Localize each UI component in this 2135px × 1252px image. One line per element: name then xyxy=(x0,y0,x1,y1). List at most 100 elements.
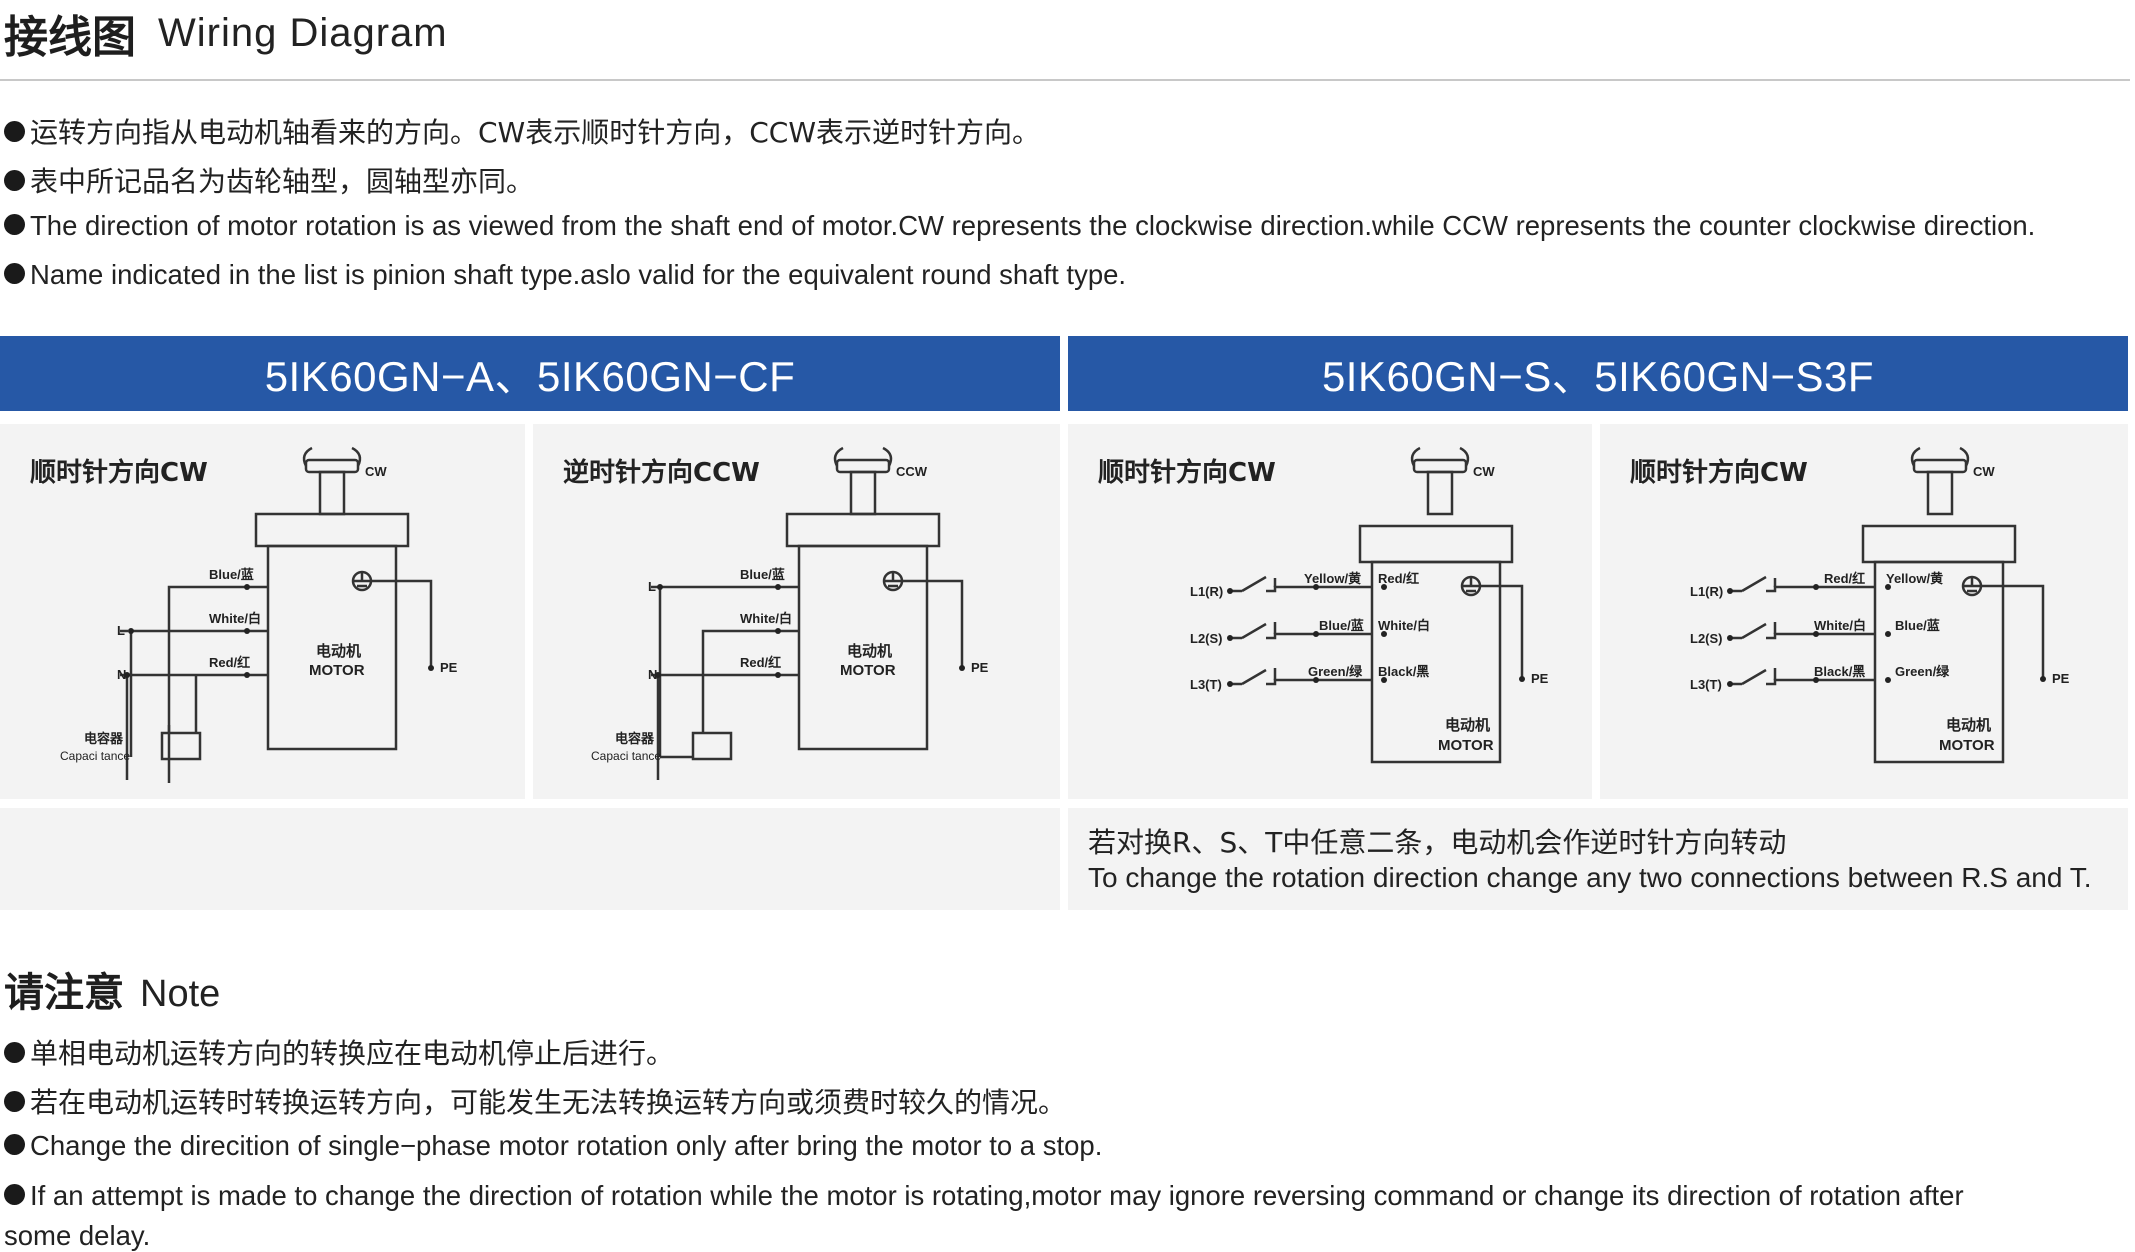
page-title: 接线图 Wiring Diagram xyxy=(4,0,448,68)
bullet-icon xyxy=(4,1041,25,1063)
intro-note-item: 表中所记品名为齿轮轴型，圆轴型亦同。 xyxy=(4,160,534,200)
motor-shaft xyxy=(1926,470,1954,516)
motor-shaft xyxy=(849,470,877,516)
motor-shaft xyxy=(318,470,346,516)
note-item: If an attempt is made to change the dire… xyxy=(4,1180,1964,1212)
shaft-cap-icon xyxy=(304,458,360,474)
three-phase-note: 若对换R、S、T中任意二条，电动机会作逆时针方向转动 To change the… xyxy=(1068,808,2128,910)
motor-label-cn: 电动机 xyxy=(1946,716,1991,734)
wire-label-left: Yellow/黄 xyxy=(1304,571,1361,586)
three-phase-note-cn: 若对换R、S、T中任意二条，电动机会作逆时针方向转动 xyxy=(1088,826,1787,859)
rotation-arrow-icon xyxy=(833,446,893,467)
wiring-diagram-single-cw: CW Blue/蓝 White/白 Red/红 L N PE 电动机 MOTOR… xyxy=(60,446,458,783)
shaft-cap-icon xyxy=(1912,458,1968,474)
note-item-continuation: some delay. xyxy=(4,1220,151,1251)
line-label-n: N xyxy=(648,667,657,682)
line-label-l3: L3(T) xyxy=(1690,677,1722,692)
wire-label-red: Red/红 xyxy=(209,655,250,670)
pe-label: PE xyxy=(2052,671,2070,686)
wiring-panel-single-ccw: CCW Blue/蓝 White/白 Red/红 L N PE 电动机 MOTO… xyxy=(533,424,1060,799)
line-label-l3: L3(T) xyxy=(1190,677,1222,692)
wire-label-blue: Blue/蓝 xyxy=(740,567,785,582)
wire-label-red: Red/红 xyxy=(740,655,781,670)
motor-label-en: MOTOR xyxy=(1438,737,1494,754)
intro-note-item: 运转方向指从电动机轴看来的方向。CW表示顺时针方向，CCW表示逆时针方向。 xyxy=(4,111,1040,151)
panel-title: 顺时针方向CW xyxy=(30,458,208,488)
bullet-icon xyxy=(4,263,25,285)
capacitor-label-en: Capaci tance xyxy=(591,749,661,763)
wire-label-blue: Blue/蓝 xyxy=(209,567,254,582)
wire-label-right: Yellow/黄 xyxy=(1886,571,1943,586)
capacitor xyxy=(160,731,202,761)
wire-label-white: White/白 xyxy=(209,611,261,626)
wiring-panel-single-cw: CW Blue/蓝 White/白 Red/红 L N PE 电动机 MOTOR… xyxy=(0,424,525,799)
wire-label-left: Green/绿 xyxy=(1308,664,1363,679)
intro-note-item: The direction of motor rotation is as vi… xyxy=(4,210,2035,242)
motor-label-en: MOTOR xyxy=(840,662,896,679)
wire-label-left: White/白 xyxy=(1814,618,1866,633)
wire-label-left: Black/黑 xyxy=(1814,664,1865,679)
motor-label-en: MOTOR xyxy=(309,662,365,679)
bullet-icon xyxy=(4,214,25,236)
red-wire xyxy=(125,673,268,780)
section-header-three-phase: 5IK60GN−S、5IK60GN−S3F xyxy=(1068,336,2128,411)
motor-label-en: MOTOR xyxy=(1939,737,1995,754)
single-phase-footer xyxy=(0,808,1060,910)
motor-body xyxy=(1370,560,1502,764)
motor-gearhead xyxy=(1358,524,1514,564)
rotation-arrow-icon xyxy=(302,446,362,467)
wiring-panel-three-cw-b: CW L1(R) L2(S) L3(T) Red/红 White/白 Black… xyxy=(1600,424,2128,799)
wire-label-right: White/白 xyxy=(1378,618,1430,633)
wiring-diagram-single-ccw: CCW Blue/蓝 White/白 Red/红 L N PE 电动机 MOTO… xyxy=(591,446,989,780)
blue-wire xyxy=(167,585,268,783)
rotation-arrow-icon xyxy=(1410,446,1470,467)
panel-title: 逆时针方向CCW xyxy=(563,458,760,488)
red-wire xyxy=(656,673,799,780)
rotation-label: CW xyxy=(365,464,387,479)
line-label-l: L xyxy=(648,579,656,594)
line-label-l2: L2(S) xyxy=(1690,631,1723,646)
bullet-icon xyxy=(4,169,25,191)
wiring-diagram-three-cw-b: CW L1(R) L2(S) L3(T) Red/红 White/白 Black… xyxy=(1690,446,2070,764)
rotation-label: CW xyxy=(1973,464,1995,479)
panel-title: 顺时针方向CW xyxy=(1630,458,1808,488)
capacitor-label-cn: 电容器 xyxy=(615,731,655,746)
shaft-cap-icon xyxy=(835,458,891,474)
motor-gearhead xyxy=(1861,524,2017,564)
wire-label-right: Blue/蓝 xyxy=(1895,618,1940,633)
title-divider xyxy=(0,79,2130,81)
line-label-l: L xyxy=(117,623,125,638)
white-wire xyxy=(701,629,799,733)
motor-gearhead xyxy=(254,512,410,548)
bullet-icon xyxy=(4,1134,25,1156)
page-title-en: Wiring Diagram xyxy=(158,10,448,55)
capacitor-label-cn: 电容器 xyxy=(84,731,124,746)
wire-label-left: Blue/蓝 xyxy=(1319,618,1364,633)
motor-label-cn: 电动机 xyxy=(847,642,892,660)
rotation-arrow-icon xyxy=(1910,446,1970,467)
note-title-en: Note xyxy=(140,973,221,1015)
wire-label-right: Red/红 xyxy=(1378,571,1419,586)
three-phase-note-en: To change the rotation direction change … xyxy=(1088,862,2092,893)
note-item: 若在电动机运转时转换运转方向，可能发生无法转换运转方向或须费时较久的情况。 xyxy=(4,1081,1066,1121)
motor-label-cn: 电动机 xyxy=(316,642,361,660)
note-item: 单相电动机运转方向的转换应在电动机停止后进行。 xyxy=(4,1032,674,1072)
pe-wire xyxy=(1981,584,2045,679)
wire-label-left: Red/红 xyxy=(1824,571,1865,586)
wiring-panel-three-cw-a: CW L1(R) L2(S) L3(T) Yellow/黄 Blue/蓝 Gre… xyxy=(1068,424,1592,799)
pe-label: PE xyxy=(1531,671,1549,686)
motor-body xyxy=(266,544,398,751)
motor-label-cn: 电动机 xyxy=(1445,716,1490,734)
line-label-l2: L2(S) xyxy=(1190,631,1223,646)
bullet-icon xyxy=(4,1184,25,1206)
intro-note-item: Name indicated in the list is pinion sha… xyxy=(4,259,1126,291)
pe-wire xyxy=(371,579,433,668)
bullet-icon xyxy=(4,120,25,142)
page-title-cn: 接线图 xyxy=(4,12,136,63)
note-title-cn: 请注意 xyxy=(4,970,124,1016)
wire-label-right: Black/黑 xyxy=(1378,664,1429,679)
capacitor xyxy=(691,731,733,761)
motor-body xyxy=(797,544,929,751)
wiring-diagram-three-cw-a: CW L1(R) L2(S) L3(T) Yellow/黄 Blue/蓝 Gre… xyxy=(1190,446,1549,764)
pe-label: PE xyxy=(440,660,458,675)
